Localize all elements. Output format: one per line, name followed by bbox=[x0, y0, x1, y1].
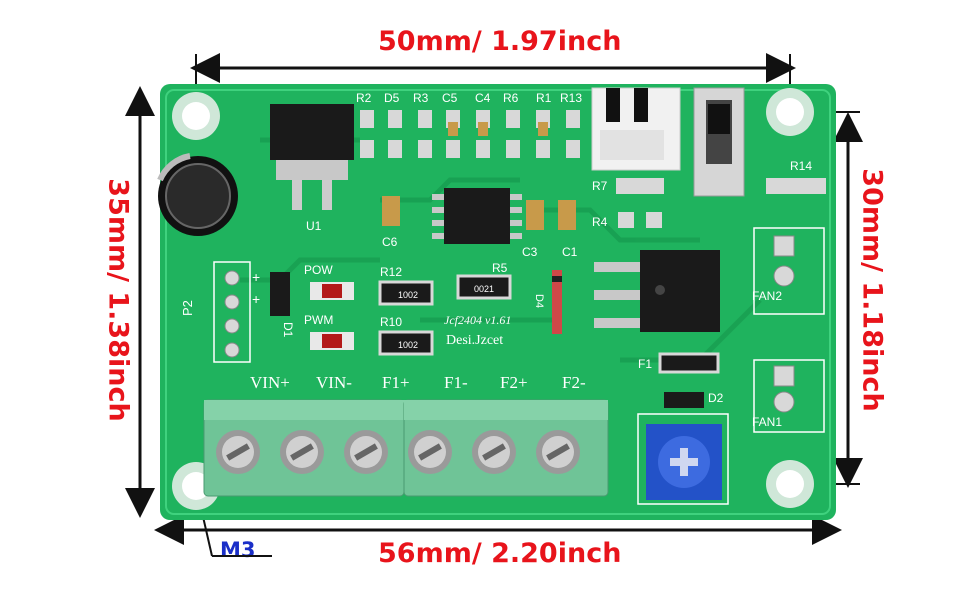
top-row-components: R2 D5 R3 C5 C4 R6 R1 R13 bbox=[356, 91, 582, 158]
fan1-connector: FAN1 bbox=[752, 359, 825, 433]
label-d2: D2 bbox=[708, 391, 724, 405]
svg-text:R13: R13 bbox=[560, 91, 582, 105]
svg-text:FAN2: FAN2 bbox=[752, 289, 782, 303]
label-r7: R7 bbox=[592, 179, 608, 193]
svg-text:1002: 1002 bbox=[398, 290, 418, 300]
width-top-label: 50mm/ 1.97inch bbox=[378, 26, 622, 57]
mount-hole-bottom-right bbox=[766, 460, 814, 508]
terminal-screws bbox=[216, 430, 580, 474]
svg-text:C5: C5 bbox=[442, 91, 458, 105]
terminal-label-f1-plus: F1+ bbox=[382, 373, 410, 392]
svg-text:D4: D4 bbox=[533, 294, 545, 308]
fan-connector-white bbox=[591, 87, 681, 171]
label-p2: P2 bbox=[180, 300, 195, 316]
screw bbox=[216, 430, 260, 474]
terminal-label-f2-plus: F2+ bbox=[500, 373, 528, 392]
svg-text:POW: POW bbox=[304, 263, 333, 277]
label-c3: C3 bbox=[522, 245, 538, 259]
svg-text:FAN1: FAN1 bbox=[752, 415, 782, 429]
potentiometer bbox=[637, 413, 729, 505]
screw bbox=[280, 430, 324, 474]
label-f1: F1 bbox=[638, 357, 652, 371]
svg-text:D5: D5 bbox=[384, 91, 400, 105]
svg-text:R2: R2 bbox=[356, 91, 372, 105]
mosfet bbox=[594, 250, 720, 332]
svg-text:PWM: PWM bbox=[304, 313, 333, 327]
svg-text:R6: R6 bbox=[503, 91, 519, 105]
label-r14: R14 bbox=[790, 159, 812, 173]
terminal-label-f2-minus: F2- bbox=[562, 373, 586, 392]
maker-marking: Desi.Jzcet bbox=[446, 333, 503, 348]
svg-text:+: + bbox=[252, 269, 260, 285]
svg-text:0021: 0021 bbox=[474, 284, 494, 294]
electrolytic-capacitor bbox=[157, 153, 238, 236]
slide-switch bbox=[693, 87, 745, 197]
svg-text:R1: R1 bbox=[536, 91, 552, 105]
chip-marking: Jcf2404 v1.61 bbox=[444, 313, 511, 327]
regulator-u1: U1 bbox=[270, 104, 354, 233]
label-r12: R12 bbox=[380, 265, 402, 279]
terminal-label-f1-minus: F1- bbox=[444, 373, 468, 392]
label-c6: C6 bbox=[382, 235, 398, 249]
ic-chip bbox=[432, 188, 522, 244]
label-r10: R10 bbox=[380, 315, 402, 329]
led-pow: POW bbox=[304, 263, 354, 300]
svg-text:1002: 1002 bbox=[398, 340, 418, 350]
label-c1: C1 bbox=[562, 245, 578, 259]
p2-header: P2 + + bbox=[180, 261, 260, 363]
screw bbox=[472, 430, 516, 474]
diode-d4: D4 bbox=[533, 270, 562, 334]
screw bbox=[408, 430, 452, 474]
label-u1: U1 bbox=[306, 219, 322, 233]
terminal-label-vin-plus: VIN+ bbox=[250, 373, 290, 392]
led-pwm: PWM bbox=[304, 313, 354, 350]
svg-text:+: + bbox=[252, 291, 260, 307]
screw bbox=[536, 430, 580, 474]
terminal-label-vin-minus: VIN- bbox=[316, 373, 352, 392]
svg-text:R3: R3 bbox=[413, 91, 429, 105]
mount-hole-top-right bbox=[766, 88, 814, 136]
label-d1: D1 bbox=[281, 322, 295, 338]
terminal-labels: VIN+ VIN- F1+ F1- F2+ F2- bbox=[250, 373, 586, 392]
label-r5: R5 bbox=[492, 261, 508, 275]
screw bbox=[344, 430, 388, 474]
fan2-connector: FAN2 bbox=[752, 227, 825, 315]
label-r4: R4 bbox=[592, 215, 608, 229]
svg-text:C4: C4 bbox=[475, 91, 491, 105]
mount-hole-top-left bbox=[172, 92, 220, 140]
